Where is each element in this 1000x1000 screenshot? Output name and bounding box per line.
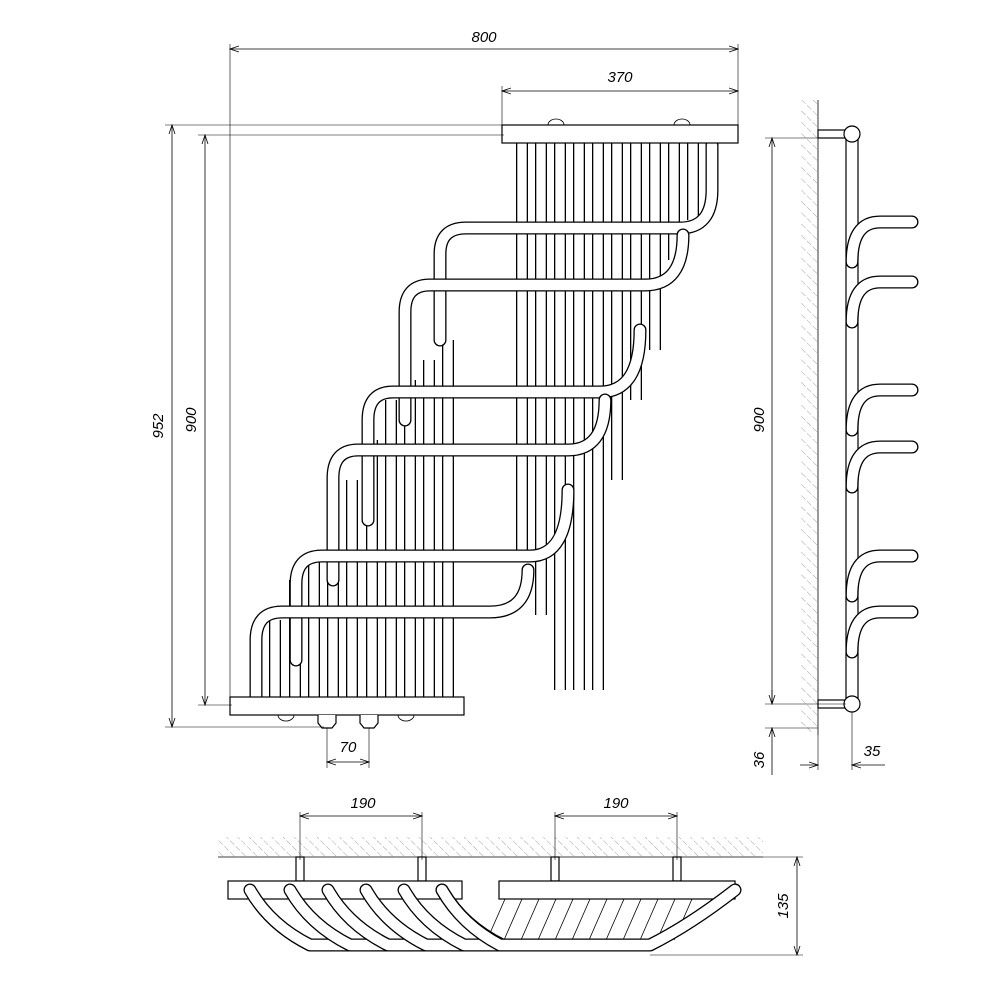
plan-slat-5 xyxy=(554,898,574,941)
side-top-cap xyxy=(843,125,861,143)
side-hook-4 xyxy=(846,441,918,493)
standoff-4 xyxy=(672,856,682,882)
inlet-left xyxy=(317,715,337,729)
side-dimensions: 900 36 35 xyxy=(751,138,885,775)
standoff-1 xyxy=(295,856,305,882)
plan-pipe-4 xyxy=(360,884,482,951)
dim-900-label: 900 xyxy=(183,407,200,433)
side-dim-36-label: 36 xyxy=(751,751,768,768)
dim-70-label: 70 xyxy=(340,739,357,756)
standoff-2 xyxy=(417,856,427,882)
plan-dim-135-label: 135 xyxy=(775,893,792,919)
plan-outer-pipe xyxy=(436,884,741,951)
s-pipe-5 xyxy=(290,484,574,666)
plan-standoffs xyxy=(295,856,682,882)
s-pipe-4 xyxy=(327,394,611,586)
side-view xyxy=(800,100,919,735)
plan-slat-6 xyxy=(571,898,591,941)
side-wall-hatch xyxy=(800,100,818,732)
plan-view xyxy=(218,837,763,952)
plan-slat-3 xyxy=(520,898,540,941)
bottom-collector xyxy=(229,696,465,716)
plan-dimensions: 190 190 135 xyxy=(300,795,803,955)
top-collector xyxy=(501,124,739,144)
top-mount-caps xyxy=(547,118,691,126)
plan-slat-9 xyxy=(622,898,642,941)
side-hook-1 xyxy=(846,216,918,268)
side-dim-35-label: 35 xyxy=(864,743,881,760)
s-pipe-3 xyxy=(362,324,646,526)
plan-collector-left xyxy=(227,880,463,900)
front-s-pipes xyxy=(249,138,719,704)
standoff-3 xyxy=(550,856,560,882)
plan-slat-4 xyxy=(537,898,557,941)
front-dimensions: 800 370 952 900 70 xyxy=(150,29,738,768)
plan-slat-2 xyxy=(503,898,523,941)
plan-dim-left-label: 190 xyxy=(350,795,376,812)
plan-slat-8 xyxy=(605,898,625,941)
plan-pipe-3 xyxy=(322,884,444,951)
side-hook-2 xyxy=(846,276,918,328)
s-pipe-6 xyxy=(250,564,534,703)
plan-collector-right xyxy=(498,880,736,900)
plan-pipe-2 xyxy=(284,884,406,951)
bottom-mount-caps xyxy=(277,714,415,722)
side-hook-3 xyxy=(846,384,918,436)
side-hook-6 xyxy=(846,606,918,658)
s-pipe-1 xyxy=(434,139,718,346)
plan-pipes xyxy=(243,883,742,952)
side-dim-900-label: 900 xyxy=(751,407,768,433)
side-hooks xyxy=(845,215,919,659)
plan-slat-10 xyxy=(639,898,659,941)
plan-wall-hatch xyxy=(218,837,763,857)
s-pipe-2 xyxy=(399,229,689,426)
side-hook-5 xyxy=(846,550,918,602)
inlet-right xyxy=(359,715,379,729)
side-bottom-cap xyxy=(843,695,861,713)
plan-dim-right-label: 190 xyxy=(603,795,629,812)
dim-800-label: 800 xyxy=(471,29,497,46)
plan-pipe-5 xyxy=(398,884,520,951)
plan-slat-7 xyxy=(588,898,608,941)
front-view xyxy=(229,118,739,729)
plan-pipe-1 xyxy=(244,884,366,951)
dim-370-label: 370 xyxy=(607,69,633,86)
dim-952-label: 952 xyxy=(150,413,167,439)
